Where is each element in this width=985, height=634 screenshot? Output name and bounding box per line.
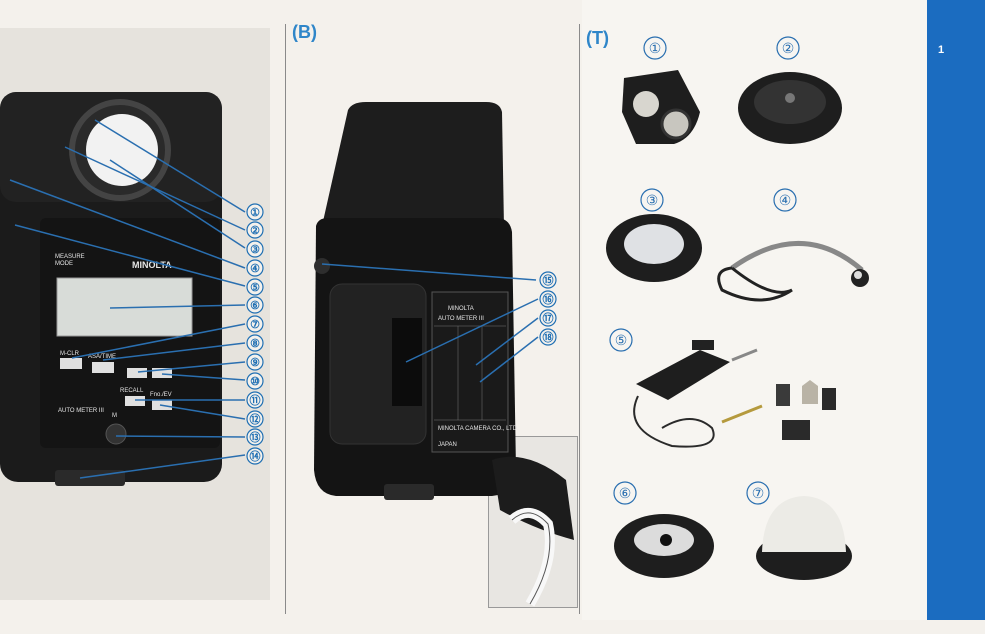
svg-text:②: ② bbox=[250, 225, 260, 237]
accessories-diagram: ① ② ③ ④ ⑤ ⑥ bbox=[582, 0, 927, 634]
callout-16: ⑯ bbox=[540, 291, 556, 307]
accessory-label-1: ① bbox=[644, 37, 666, 59]
callout-18: ⑱ bbox=[540, 329, 556, 345]
svg-text:⑭: ⑭ bbox=[250, 449, 261, 463]
svg-text:③: ③ bbox=[646, 192, 659, 208]
strap-inset-meter bbox=[492, 457, 574, 540]
callout-8: ⑧ bbox=[247, 335, 263, 351]
callout-14: ⑭ bbox=[247, 448, 263, 464]
callout-2: ② bbox=[247, 222, 263, 238]
svg-text:③: ③ bbox=[250, 244, 260, 256]
m-label: M bbox=[112, 413, 117, 419]
meter-front-diagram: MEASURE MODE MINOLTA M-CLR ASA/TIME RECA… bbox=[0, 0, 285, 634]
svg-text:⑥: ⑥ bbox=[619, 485, 632, 501]
svg-text:⑬: ⑬ bbox=[250, 430, 261, 444]
callout-12: ⑫ bbox=[247, 411, 263, 427]
strap-pin bbox=[314, 258, 330, 274]
svg-text:⑩: ⑩ bbox=[250, 376, 260, 388]
svg-text:⑧: ⑧ bbox=[250, 338, 260, 350]
svg-text:⑤: ⑤ bbox=[250, 282, 260, 294]
callout-13: ⑬ bbox=[247, 429, 263, 445]
model-label: AUTO METER III bbox=[58, 408, 104, 414]
callout-7: ⑦ bbox=[247, 316, 263, 332]
recall-button bbox=[125, 396, 145, 406]
m-clr-label: M-CLR bbox=[60, 351, 80, 357]
dome-diffuser bbox=[756, 496, 852, 580]
page-number: 1 bbox=[938, 44, 944, 56]
flat-diffuser bbox=[606, 214, 702, 282]
callout-5: ⑤ bbox=[247, 279, 263, 295]
plate-brand: MINOLTA bbox=[448, 306, 474, 312]
svg-text:①: ① bbox=[649, 40, 662, 56]
strap-lug bbox=[55, 470, 125, 486]
callout-1: ① bbox=[247, 204, 263, 220]
svg-text:⑮: ⑮ bbox=[543, 273, 554, 287]
callout-17: ⑰ bbox=[540, 310, 556, 326]
svg-text:⑯: ⑯ bbox=[543, 292, 554, 306]
mini-receptor bbox=[719, 243, 869, 300]
asa-time-button bbox=[92, 362, 114, 373]
divider-t bbox=[579, 24, 580, 614]
accessory-label-2: ② bbox=[777, 37, 799, 59]
m-clr-button bbox=[60, 358, 82, 369]
accessory-label-7: ⑦ bbox=[747, 482, 769, 504]
svg-text:⑪: ⑪ bbox=[250, 393, 261, 407]
accessory-label-5: ⑤ bbox=[610, 329, 632, 351]
svg-text:⑦: ⑦ bbox=[250, 319, 260, 331]
mode-label: MODE bbox=[55, 261, 73, 267]
svg-text:②: ② bbox=[782, 40, 795, 56]
svg-text:⑤: ⑤ bbox=[615, 332, 628, 348]
callout-11: ⑪ bbox=[247, 392, 263, 408]
svg-text:⑱: ⑱ bbox=[543, 330, 554, 344]
callout-4: ④ bbox=[247, 260, 263, 276]
flash-cord-unit bbox=[634, 340, 762, 447]
accessory-label-6: ⑥ bbox=[614, 482, 636, 504]
svg-text:④: ④ bbox=[250, 263, 260, 275]
svg-text:①: ① bbox=[250, 207, 260, 219]
meter-back-head bbox=[322, 102, 504, 236]
svg-text:④: ④ bbox=[779, 192, 792, 208]
strap-loop bbox=[512, 513, 550, 604]
plate-maker: MINOLTA CAMERA CO., LTD. bbox=[438, 426, 519, 432]
meter-back-diagram: MINOLTA AUTO METER III MINOLTA CAMERA CO… bbox=[286, 0, 579, 634]
measure-mode-label: MEASURE bbox=[55, 254, 85, 260]
svg-text:⑫: ⑫ bbox=[250, 412, 261, 426]
lumisphere-ring bbox=[614, 514, 714, 578]
page-tab bbox=[927, 0, 985, 620]
spot-viewfinder bbox=[622, 70, 700, 144]
callout-10: ⑩ bbox=[247, 373, 263, 389]
measure-button bbox=[106, 424, 126, 444]
recall-label: RECALL bbox=[120, 388, 144, 394]
diffuser-dome bbox=[86, 114, 158, 186]
svg-text:⑦: ⑦ bbox=[752, 485, 765, 501]
flat-diffuser-ring bbox=[738, 72, 842, 144]
accessory-label-3: ③ bbox=[641, 189, 663, 211]
callout-3: ③ bbox=[247, 241, 263, 257]
svg-text:⑰: ⑰ bbox=[543, 311, 554, 325]
accessory-label-4: ④ bbox=[774, 189, 796, 211]
plate-model: AUTO METER III bbox=[438, 316, 484, 322]
callout-6: ⑥ bbox=[247, 297, 263, 313]
callout-15: ⑮ bbox=[540, 272, 556, 288]
svg-text:⑨: ⑨ bbox=[250, 357, 260, 369]
plate-country: JAPAN bbox=[438, 442, 457, 448]
up-button bbox=[127, 368, 147, 378]
callout-9: ⑨ bbox=[247, 354, 263, 370]
strap-eyelet-b bbox=[384, 484, 434, 500]
svg-text:⑥: ⑥ bbox=[250, 300, 260, 312]
fno-ev-label: Fno./EV bbox=[150, 392, 172, 398]
sync-adapters bbox=[776, 380, 836, 440]
